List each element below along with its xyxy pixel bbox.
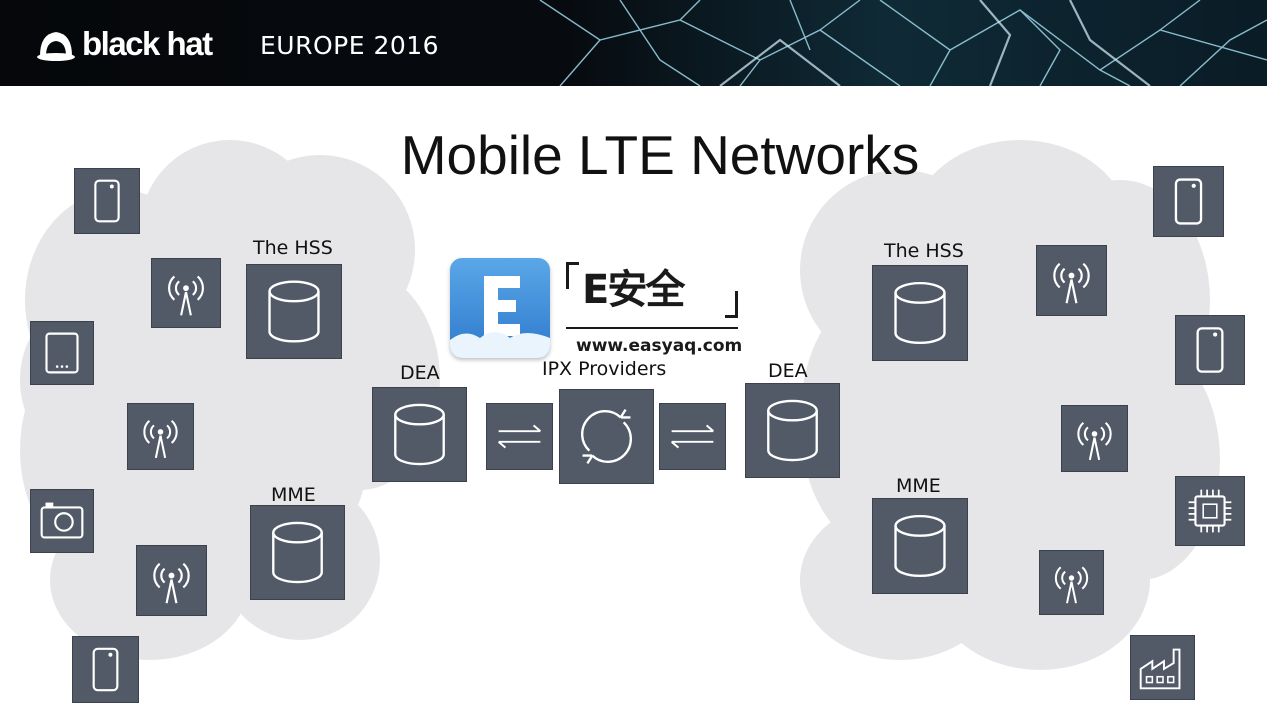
- antenna-icon: [151, 258, 221, 328]
- watermark-rule: [566, 327, 738, 329]
- brand-name: black hat: [82, 25, 213, 62]
- slide-title: Mobile LTE Networks: [400, 124, 920, 186]
- chip-icon: [1175, 476, 1245, 546]
- database-icon: [246, 264, 342, 359]
- exchange-arrows-icon: [486, 403, 553, 470]
- ipx-providers-label: IPX Providers: [542, 358, 667, 380]
- smartphone-icon: [72, 636, 139, 703]
- bracket-right: [725, 291, 738, 318]
- database-icon: [372, 387, 467, 482]
- watermark-url: www.easyaq.com: [576, 336, 743, 356]
- tablet-icon: [30, 321, 94, 385]
- antenna-icon: [1061, 405, 1128, 472]
- event-name: EUROPE 2016: [260, 31, 440, 60]
- antenna-icon: [1039, 550, 1104, 615]
- database-icon: [872, 498, 968, 594]
- smartphone-icon: [74, 168, 140, 234]
- smartphone-icon: [1175, 315, 1245, 385]
- antenna-icon: [127, 403, 194, 470]
- database-icon: [872, 265, 968, 361]
- black-hat-logo: [37, 32, 75, 61]
- exchange-arrows-icon: [659, 403, 726, 470]
- easyaq-logo-icon: [450, 258, 550, 358]
- hss-label-left: The HSS: [253, 237, 333, 259]
- mme-label-left: MME: [271, 484, 316, 506]
- mme-label-right: MME: [896, 475, 941, 497]
- easyaq-brand-text: E安全: [582, 267, 685, 313]
- camera-icon: [30, 489, 94, 553]
- antenna-icon: [136, 545, 207, 616]
- factory-icon: [1130, 635, 1195, 700]
- database-icon: [745, 383, 840, 478]
- smartphone-icon: [1153, 166, 1224, 237]
- bracket-left: [566, 262, 579, 289]
- antenna-icon: [1036, 245, 1107, 316]
- broken-glass-art: [0, 0, 1267, 86]
- easyaq-brand: E安全: [566, 262, 738, 322]
- sync-icon: [559, 389, 654, 484]
- dea-label-right: DEA: [768, 360, 808, 382]
- database-icon: [250, 505, 345, 600]
- hss-label-right: The HSS: [884, 240, 964, 262]
- dea-label-left: DEA: [400, 362, 440, 384]
- header-banner: black hat EUROPE 2016: [0, 0, 1267, 86]
